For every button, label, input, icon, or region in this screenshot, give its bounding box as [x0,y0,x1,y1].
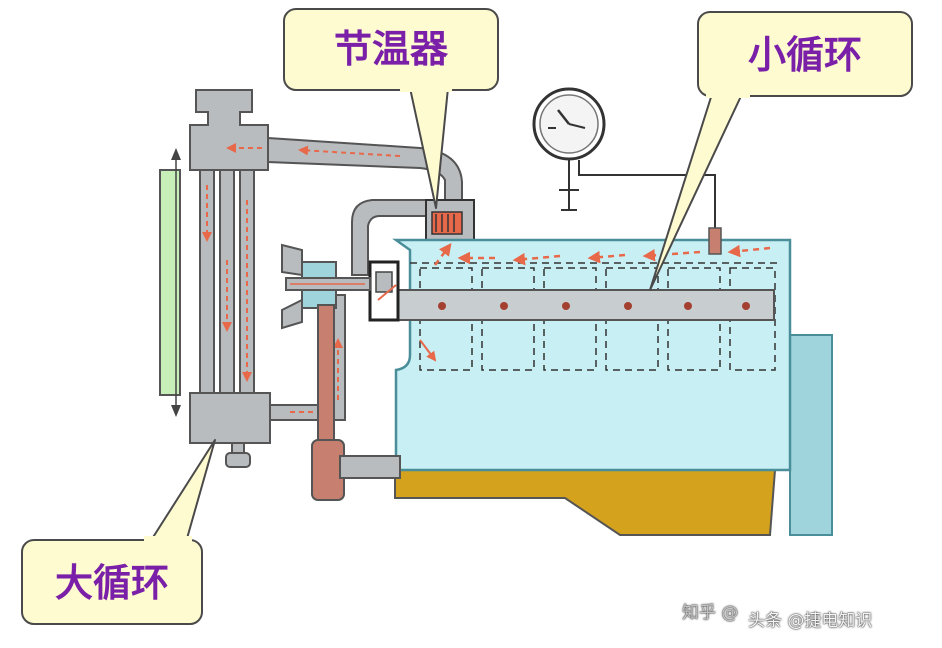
bypass-pipe [351,199,429,276]
oil-pan [394,469,777,536]
crankshaft [339,455,401,479]
water-distribution-pipe [391,289,775,321]
engine-block [392,238,792,472]
radiator-top-tank [189,89,269,171]
callout-small-circulation: 小循环 [649,11,913,291]
cooling-fan [281,243,371,330]
radiator-fin-panel [159,169,181,396]
radiator [159,89,271,468]
drive-belt [311,304,401,501]
drain-valve [225,452,251,468]
watermark-toutiao: 头条 @捷电知识 [748,611,873,631]
flywheel-housing [789,334,833,536]
label-thermostat: 节温器 [334,27,449,71]
watermark-zhihu: 知乎 @ [682,603,739,623]
label-large-circulation: 大循环 [55,561,169,605]
gauge-icon [532,87,722,255]
label-small-circulation: 小循环 [748,33,862,77]
callout-large-circulation: 大循环 [21,439,216,625]
callout-thermostat: 节温器 [283,8,499,209]
temperature-sensor [708,227,722,255]
radiator-bottom-tank [189,392,271,444]
